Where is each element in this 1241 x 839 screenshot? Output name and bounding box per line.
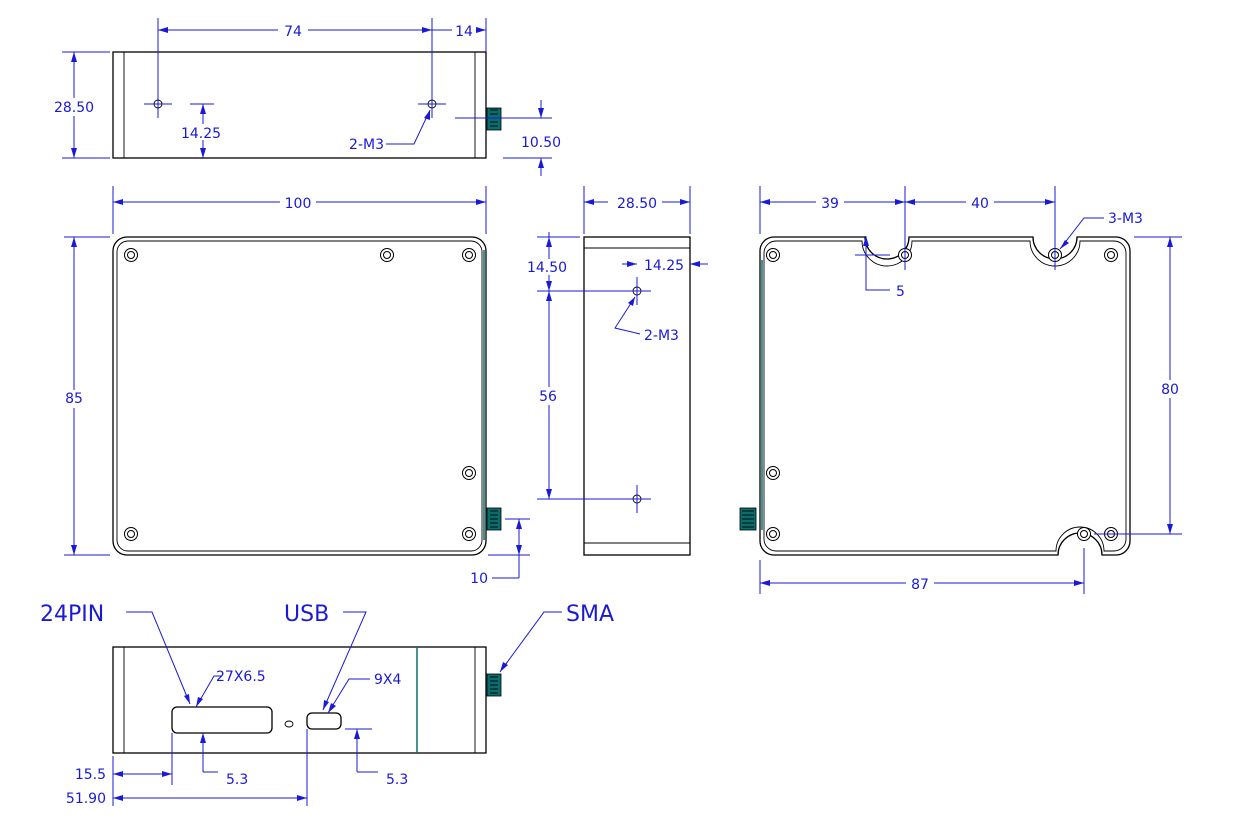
dim-14-50: 14.50 — [527, 260, 567, 276]
24pin-cutout — [171, 706, 273, 734]
dim-5-3-left: 5.3 — [226, 772, 248, 788]
dim-28-50-top: 28.50 — [54, 100, 94, 116]
dim-27x6-5: 27X6.5 — [216, 669, 266, 685]
sma-connector-icon — [486, 107, 502, 131]
usb-cutout — [306, 712, 342, 730]
callout-3-m3: 3-M3 — [1108, 211, 1143, 227]
bottom-view: 24PIN USB SMA 27X6.5 9X4 5.3 5.3 15.5 — [40, 602, 614, 807]
screw-icon — [1104, 248, 1118, 262]
dim-51-90: 51.90 — [66, 791, 106, 807]
dim-9x4: 9X4 — [374, 672, 401, 688]
screw-icon — [462, 466, 476, 480]
top-view: 74 14 28.50 14.25 2-M3 10.50 — [50, 18, 561, 176]
label-sma: SMA — [566, 602, 614, 627]
back-view: 39 40 3-M3 5 80 87 — [739, 186, 1184, 594]
front-view: 100 85 10 — [62, 186, 530, 587]
screw-icon — [462, 527, 476, 541]
dim-80: 80 — [1161, 382, 1179, 398]
dim-56: 56 — [539, 389, 557, 405]
dim-39: 39 — [821, 196, 839, 212]
screw-icon — [1077, 527, 1091, 541]
dim-28-50-side: 28.50 — [617, 196, 657, 212]
side-view: 28.50 14.50 14.25 2-M3 56 — [522, 186, 708, 556]
dim-5-3-right: 5.3 — [386, 772, 408, 788]
callout-2-m3-side: 2-M3 — [644, 328, 679, 344]
dim-87: 87 — [911, 577, 929, 593]
callout-2-m3-top: 2-M3 — [349, 137, 384, 153]
screw-icon — [124, 527, 138, 541]
screw-icon — [766, 248, 780, 262]
dim-14-25-top: 14.25 — [181, 126, 221, 142]
screw-icon — [462, 248, 476, 262]
screw-icon — [124, 248, 138, 262]
dim-10: 10 — [470, 571, 488, 587]
screw-icon — [766, 527, 780, 541]
led-icon — [284, 720, 294, 728]
dim-15-5: 15.5 — [75, 767, 106, 783]
dim-10-50: 10.50 — [521, 135, 561, 151]
label-24pin: 24PIN — [40, 602, 104, 627]
dim-100: 100 — [285, 196, 312, 212]
dim-85: 85 — [65, 391, 83, 407]
dim-74: 74 — [284, 24, 302, 40]
screw-icon — [380, 248, 394, 262]
dim-5: 5 — [896, 284, 905, 300]
label-usb: USB — [284, 602, 329, 627]
dim-14: 14 — [455, 24, 473, 40]
dim-40: 40 — [971, 196, 989, 212]
dim-14-25-side: 14.25 — [644, 258, 684, 274]
screw-icon — [766, 466, 780, 480]
